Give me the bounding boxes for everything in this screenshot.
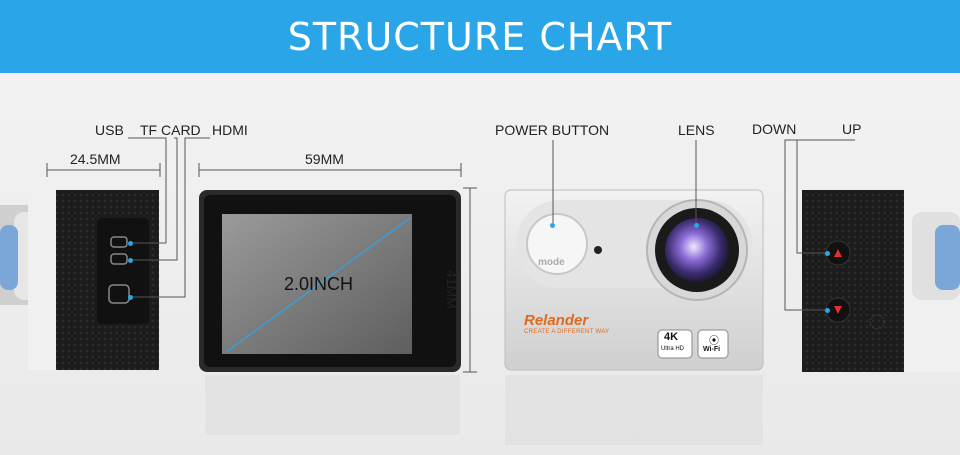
- badge-4k-subtitle: Ultra HD: [661, 346, 685, 352]
- left-side-view: [0, 190, 159, 370]
- lens-marker: [694, 223, 699, 228]
- header-banner: STRUCTURE CHART: [0, 0, 960, 73]
- page-title: STRUCTURE CHART: [287, 14, 673, 59]
- power-button-marker: [550, 223, 555, 228]
- power-button-label: POWER BUTTON: [495, 122, 610, 138]
- mode-button-label: mode: [538, 257, 565, 268]
- screen-size-label: 2.0INCH: [284, 274, 354, 294]
- up-button-marker: [825, 251, 830, 256]
- badge-wifi: Wi-Fi: [703, 346, 721, 353]
- lens-label: LENS: [678, 122, 715, 138]
- down-label: DOWN: [752, 121, 797, 137]
- height-label: 41MM: [444, 270, 460, 309]
- brand-slogan: CREATE A DIFFERENT WAY: [524, 329, 610, 335]
- side-width-label: 24.5MM: [70, 151, 121, 167]
- left-callout-lines: [46, 137, 855, 373]
- tf-card-marker: [128, 258, 133, 263]
- up-label: UP: [842, 121, 862, 137]
- tf-card-label: TF CARD: [140, 122, 201, 138]
- brand-logo: Relander: [524, 312, 589, 329]
- right-side-view: [802, 190, 960, 372]
- wifi-icon: ⦿: [709, 336, 719, 347]
- hdmi-marker: [128, 295, 133, 300]
- usb-marker: [128, 241, 133, 246]
- front-width-label: 59MM: [305, 151, 344, 167]
- hdmi-label: HDMI: [212, 122, 248, 138]
- badge-4k: 4K: [664, 331, 679, 343]
- back-screen-view: [199, 190, 461, 435]
- down-button-marker: [825, 308, 830, 313]
- front-view: [504, 189, 764, 445]
- usb-label: USB: [95, 122, 124, 138]
